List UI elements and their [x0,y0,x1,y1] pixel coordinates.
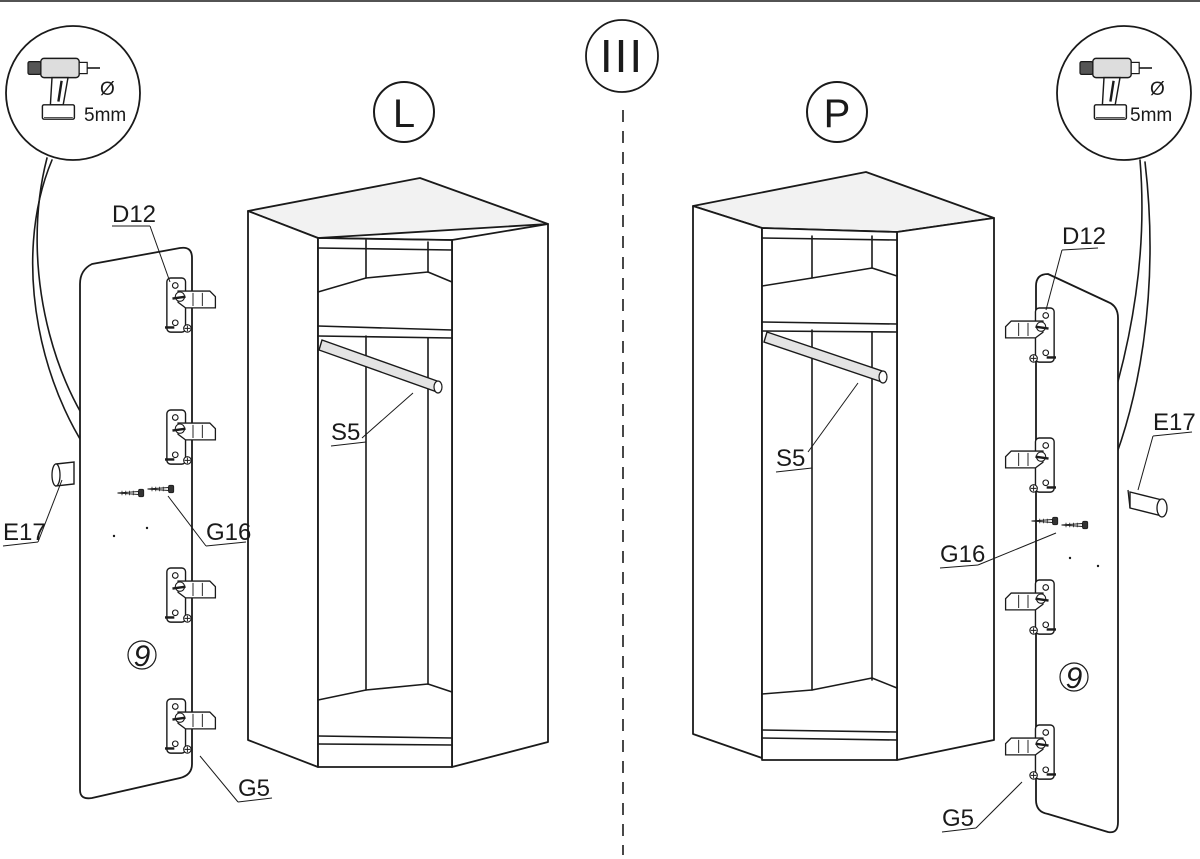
door-right: 9 [1004,273,1168,834]
label-screw-small-right: G16 [940,541,985,568]
label-handle-right: E17 [1153,409,1196,436]
label-rail-left: S5 [331,419,360,446]
variant-badge-left: L [373,81,435,143]
door-number-left: 9 [134,640,151,673]
drill-symbol-right: Ø [1150,79,1165,100]
door-number-right: 9 [1066,662,1083,695]
drill-size-left: 5mm [84,105,126,126]
handle-left [51,461,75,487]
hinge-right-3 [1004,578,1056,636]
label-rail-right: S5 [776,445,805,472]
hanging-rail-right [763,331,888,384]
label-handle-left: E17 [3,519,46,546]
wardrobe-right: S5 [692,171,995,761]
label-hinge-left: D12 [112,201,156,228]
step-number: III [600,30,644,82]
label-screw-hinge-right: G5 [942,805,974,832]
drill-callout-left: Ø 5mm [5,25,141,478]
variant-left: L Ø 5mm [2,25,549,803]
variant-badge-right: P [806,81,868,143]
wardrobe-left: S5 [247,177,549,768]
label-screw-small-left: G16 [206,519,251,546]
label-hinge-right: D12 [1062,223,1106,250]
drill-symbol-left: Ø [100,79,115,100]
variant-letter-right: P [824,92,851,136]
step-badge: III [585,19,659,93]
handle-right [1127,489,1168,518]
hanging-rail-left [318,339,443,394]
hinge-right-2 [1004,436,1056,494]
hinge-right-1 [1004,306,1056,364]
drill-size-right: 5mm [1130,105,1172,126]
hinge-right-4 [1004,723,1056,781]
variant-right: P Ø 5mm [692,25,1196,834]
door-left: 9 [51,246,217,800]
variant-letter-left: L [393,92,415,136]
label-screw-hinge-left: G5 [238,775,270,802]
